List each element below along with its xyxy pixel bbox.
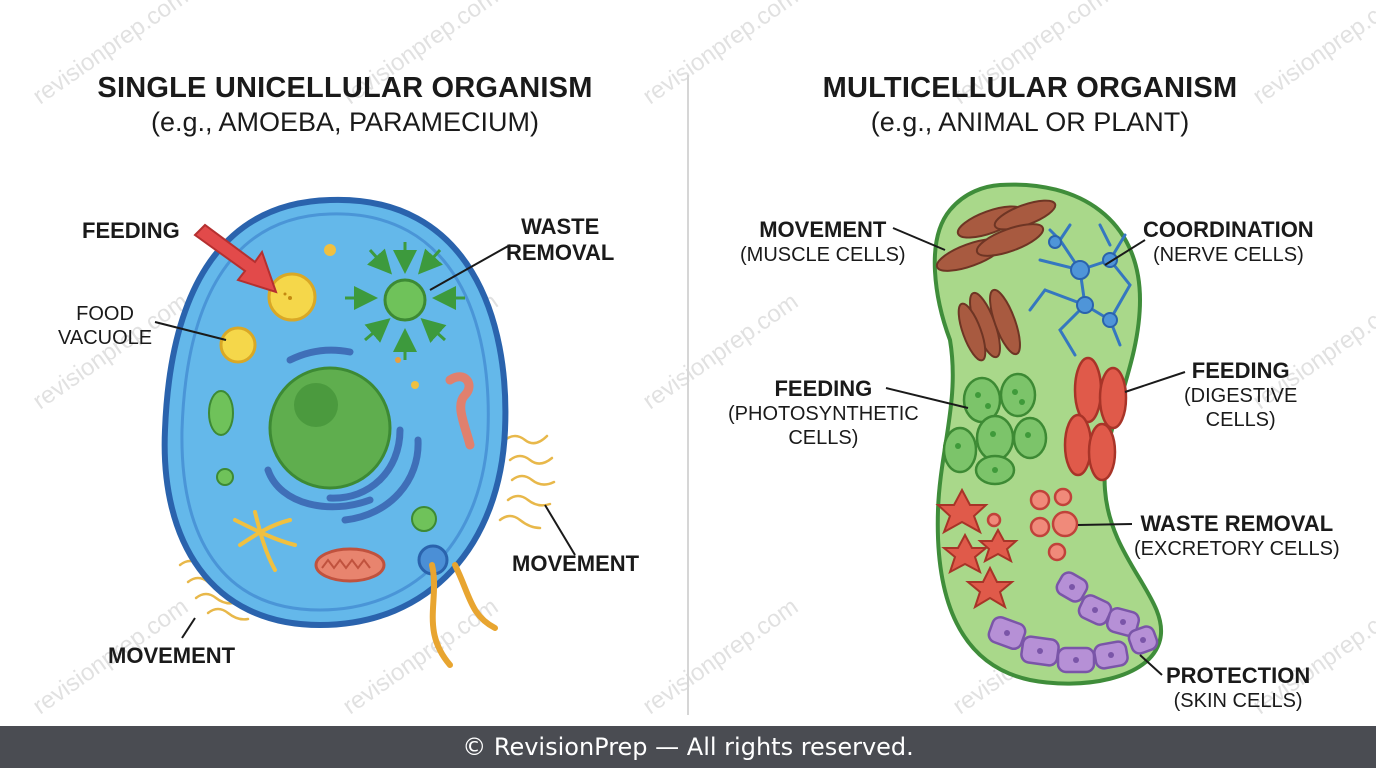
label-protection: PROTECTION (SKIN CELLS) [1166,663,1310,713]
label-feeding-digestive-sub2: CELLS) [1205,409,1276,432]
label-feeding-text: FEEDING [82,218,180,243]
label-coordination: COORDINATION (NERVE CELLS) [1143,217,1314,267]
right-title-main: MULTICELLULAR ORGANISM [822,72,1238,104]
golgi-body [445,372,475,450]
label-food-vacuole: FOOD VACUOLE [58,302,152,350]
label-movement-right-text: MOVEMENT [512,551,640,576]
label-waste-line1: WASTE [521,214,600,239]
label-feeding-digestive-sub1: (DIGESTIVE [1184,385,1298,408]
multicellular-organism [885,182,1186,686]
watermark-text: revisionprep.com [638,593,803,720]
nucleus [268,366,392,490]
unicellular-cell [154,196,576,668]
footer-copyright: © RevisionPrep — All rights reserved. [0,726,1376,768]
excretory-cells [986,487,1079,562]
label-movement-left-text: MOVEMENT [108,643,236,668]
label-feeding-digestive: FEEDING (DIGESTIVE CELLS) [1184,358,1297,432]
cilia-right [498,434,556,530]
diagram-artwork: revisionprep.com revisionprep.com revisi… [28,0,1376,720]
left-panel-title: SINGLE UNICELLULAR ORGANISM (e.g., AMOEB… [40,70,650,140]
label-protection-title: PROTECTION [1166,663,1311,688]
flagellum [429,562,453,668]
label-feeding-photo-sub2: CELLS) [788,427,859,450]
star-cells [935,487,1019,610]
label-feeding-photo-title: FEEDING [774,376,873,401]
label-food-vacuole-line1: FOOD [76,303,134,325]
label-movement-left: MOVEMENT [108,643,235,669]
label-waste-removal-left: WASTE REMOVAL [506,214,614,267]
endoplasmic-reticulum [264,346,422,524]
label-movement-muscle: MOVEMENT (MUSCLE CELLS) [740,217,906,267]
label-feeding: FEEDING [82,218,180,244]
label-movement-right: MOVEMENT [512,551,639,577]
label-waste-excretory-title: WASTE REMOVAL [1140,511,1334,536]
label-coordination-sub: (NERVE CELLS) [1152,244,1304,267]
muscle-cells [935,199,1057,362]
right-title-subtitle: (e.g., ANIMAL OR PLANT) [870,107,1190,138]
label-waste-excretory: WASTE REMOVAL (EXCRETORY CELLS) [1134,511,1340,561]
label-protection-sub: (SKIN CELLS) [1173,690,1303,713]
left-title-subtitle: (e.g., AMOEBA, PARAMECIUM) [150,107,540,138]
contractile-vacuole [383,278,427,322]
label-feeding-photosynthetic: FEEDING (PHOTOSYNTHETIC CELLS) [728,376,919,450]
label-waste-excretory-sub: (EXCRETORY CELLS) [1134,538,1340,561]
photosynthetic-cells [942,372,1048,486]
label-food-vacuole-line2: VACUOLE [58,327,153,349]
right-panel-title: MULTICELLULAR ORGANISM (e.g., ANIMAL OR … [725,70,1335,140]
label-feeding-digestive-title: FEEDING [1191,358,1290,383]
label-coordination-title: COORDINATION [1143,217,1314,242]
label-waste-line2: REMOVAL [506,240,615,266]
food-vacuole-small [219,326,257,364]
left-title-main: SINGLE UNICELLULAR ORGANISM [97,72,593,104]
food-vacuole-large [267,272,317,322]
nucleolus [294,383,338,427]
waste-arrows [345,242,465,360]
feeding-arrow [193,223,278,294]
panel-divider [687,75,689,715]
digestive-cells [1063,356,1128,482]
label-movement-muscle-title: MOVEMENT [759,217,887,242]
label-feeding-photo-sub1: (PHOTOSYNTHETIC [728,403,919,426]
label-movement-muscle-sub: (MUSCLE CELLS) [740,244,906,267]
mitochondrion [314,547,386,583]
